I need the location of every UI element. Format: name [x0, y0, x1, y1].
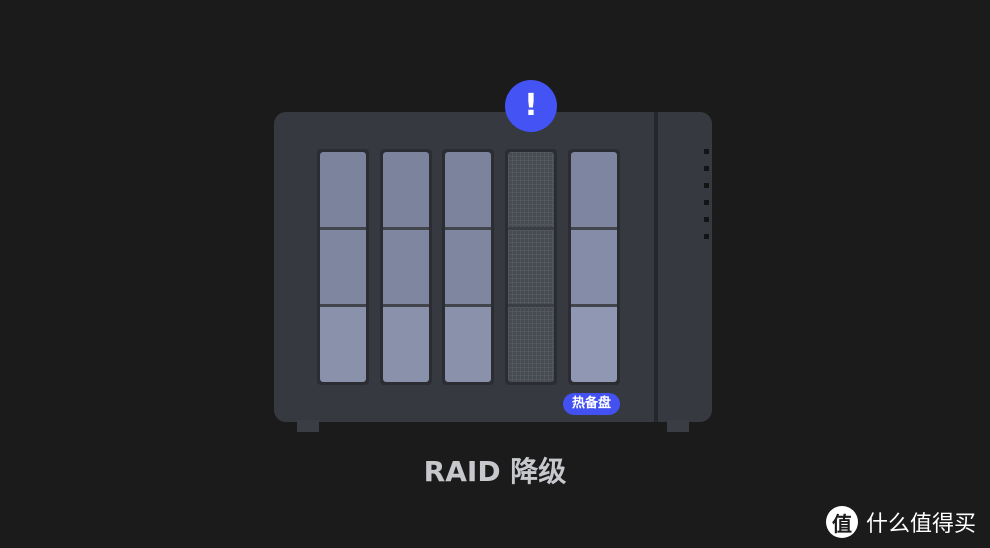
drive-5-hot-spare	[571, 152, 617, 382]
drive-bay-4-failed	[505, 149, 557, 385]
drive-2	[383, 152, 429, 382]
nas-chassis	[274, 112, 712, 432]
status-led	[704, 200, 709, 205]
drive-bay-1	[317, 149, 369, 385]
diagram-caption: RAID 降级	[423, 455, 567, 488]
chassis-foot-left	[297, 420, 319, 432]
watermark: 值 什么值得买	[825, 506, 976, 538]
alert-glyph: !	[524, 88, 538, 123]
drive-1	[320, 152, 366, 382]
status-led	[704, 217, 709, 222]
drive-bay-2	[380, 149, 432, 385]
chassis-divider	[654, 112, 658, 422]
nas-front-panel	[274, 112, 654, 422]
chassis-foot-right	[667, 420, 689, 432]
status-led	[704, 166, 709, 171]
exclamation-icon: !	[505, 80, 557, 132]
status-led	[704, 183, 709, 188]
drive-4-missing	[508, 152, 554, 382]
nas-side-panel	[658, 112, 712, 422]
watermark-logo-text: 值	[831, 511, 852, 536]
watermark-text: 什么值得买	[865, 512, 976, 537]
hot-spare-tag: 热备盘	[563, 393, 621, 415]
zhi-logo-icon: 值	[825, 506, 858, 538]
status-led	[704, 234, 709, 239]
drive-bay-5-hot-spare	[568, 149, 620, 385]
drive-bay-3	[442, 149, 494, 385]
drive-3	[445, 152, 491, 382]
status-led	[704, 149, 709, 154]
